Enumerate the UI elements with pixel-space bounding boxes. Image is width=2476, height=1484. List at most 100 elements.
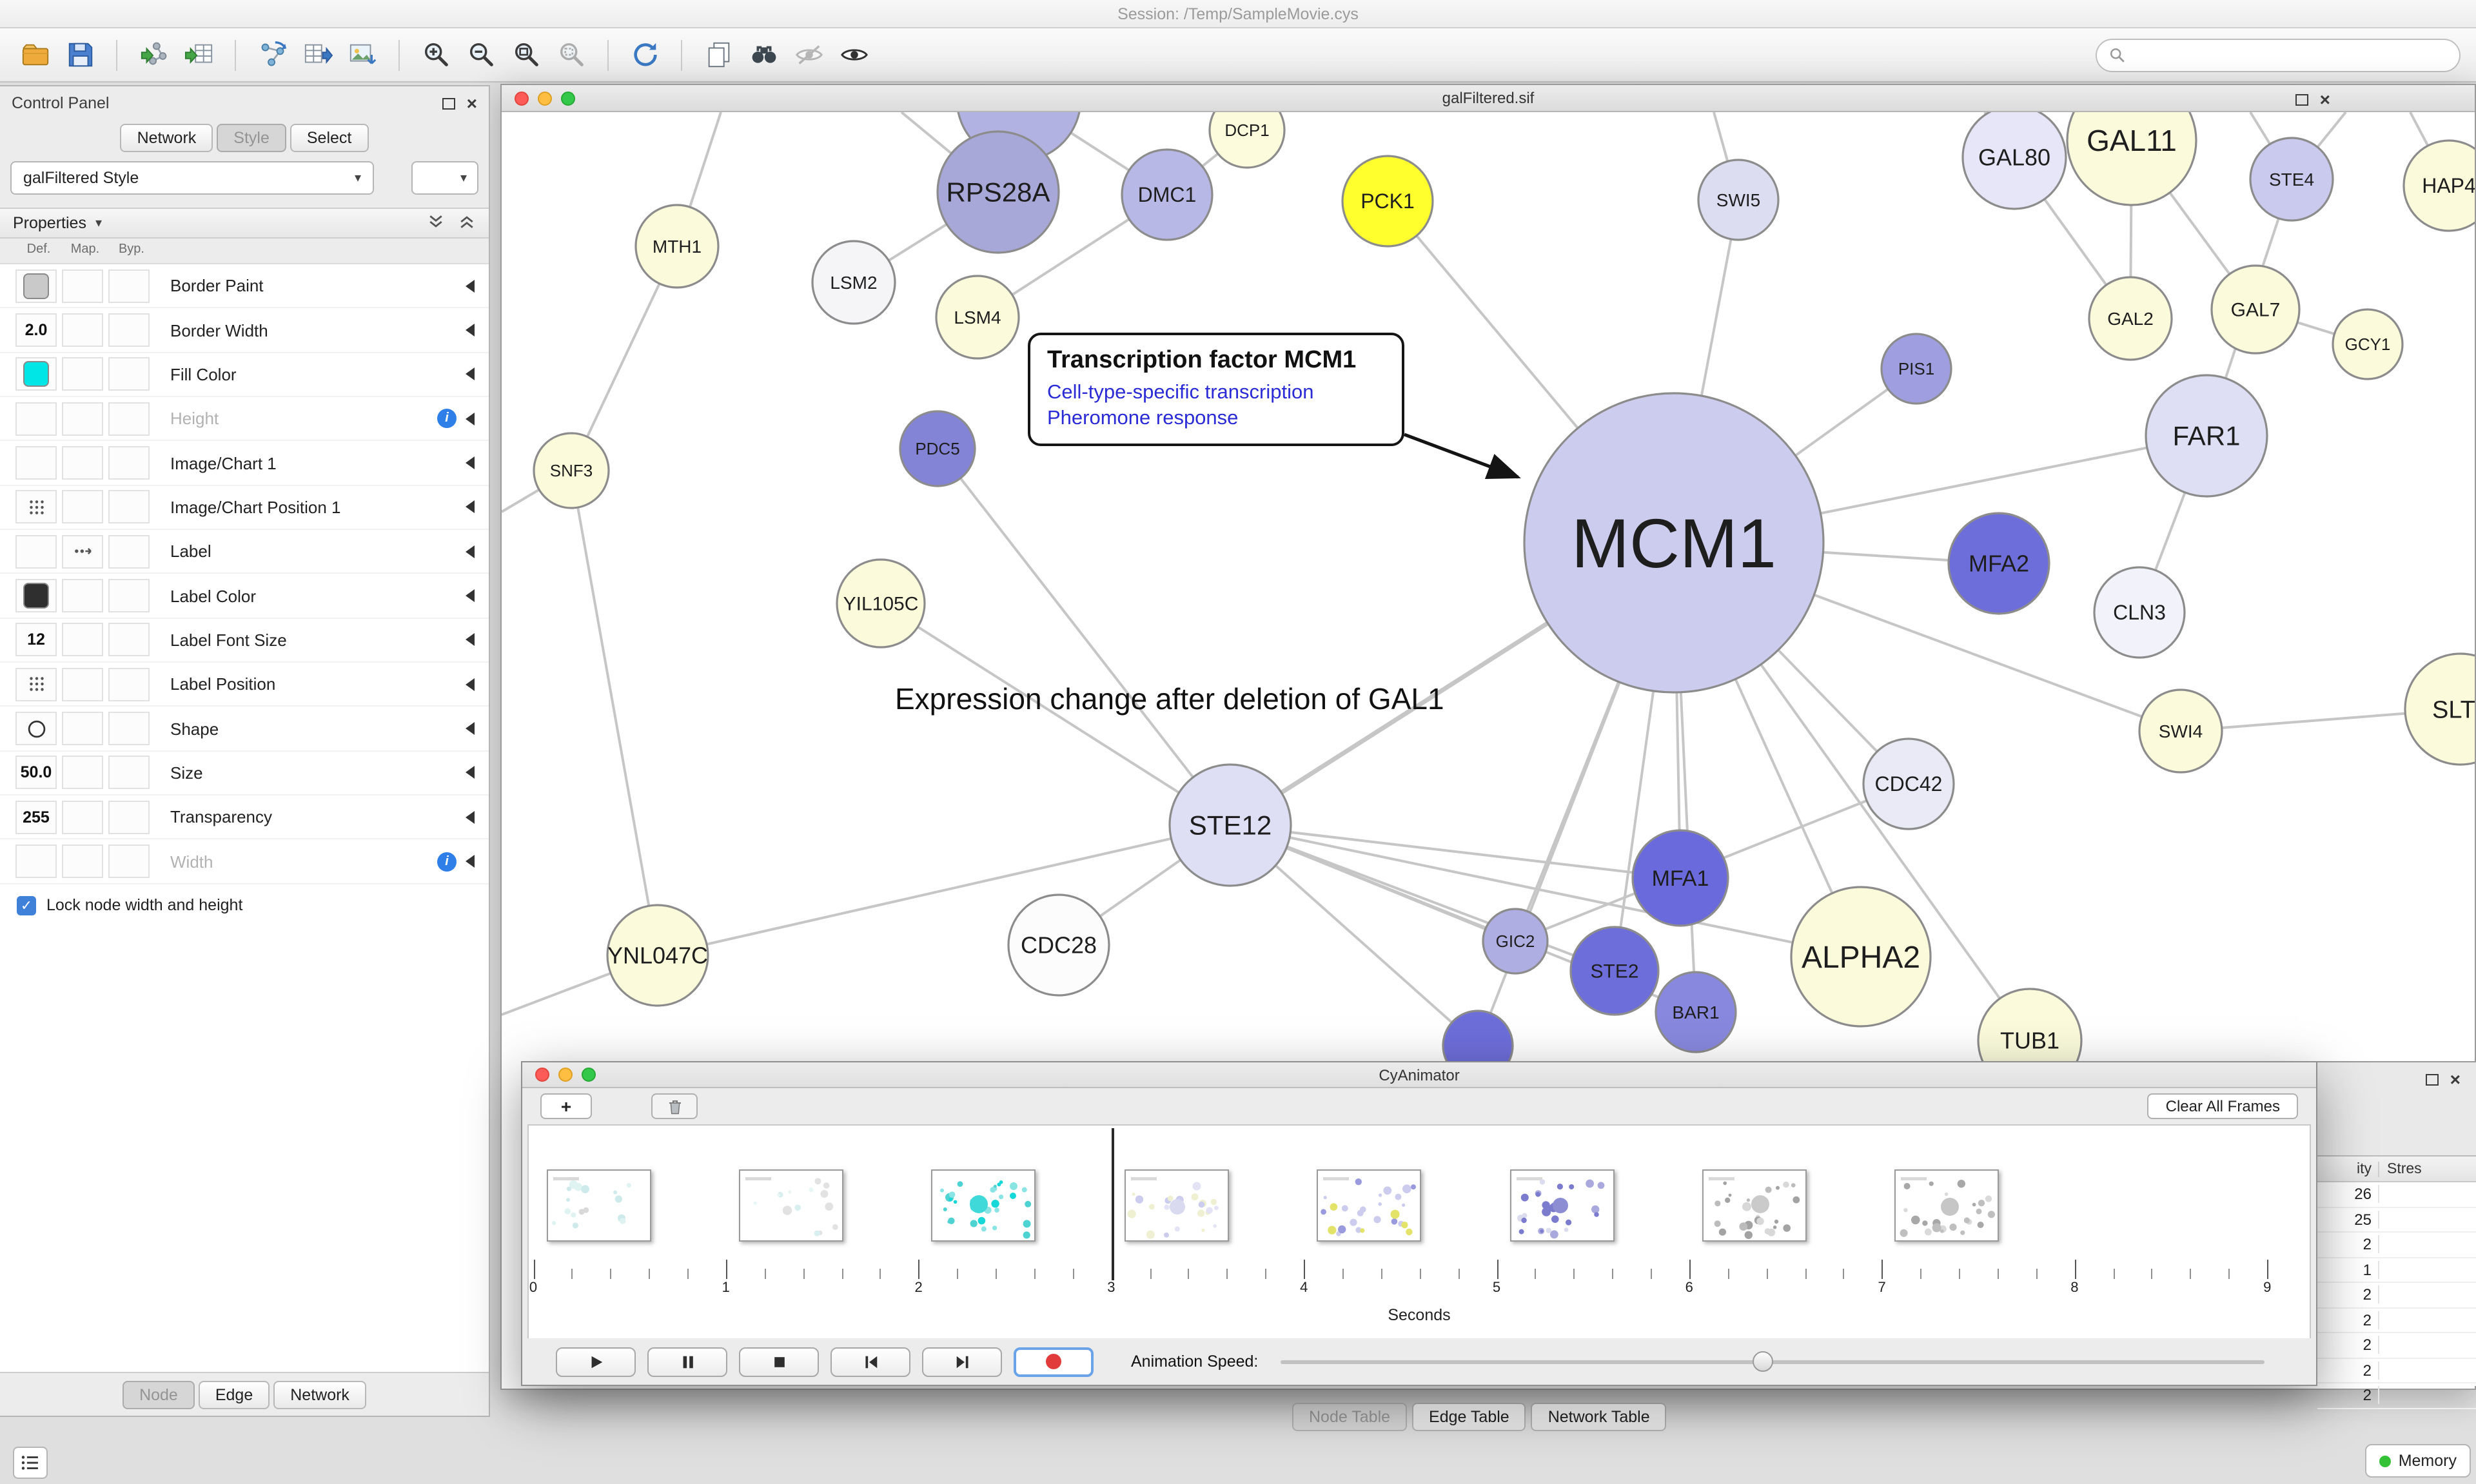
style-dropdown[interactable]: galFiltered Style ▾ (10, 161, 374, 195)
open-session-button[interactable] (15, 35, 54, 74)
edge[interactable] (657, 824, 1231, 957)
node-GCY1[interactable]: GCY1 (2332, 308, 2404, 380)
map-value-cell[interactable] (62, 313, 103, 347)
expand-row-arrow-icon[interactable] (466, 545, 475, 558)
expand-row-arrow-icon[interactable] (466, 367, 475, 381)
map-value-cell[interactable] (62, 490, 103, 524)
annotation-box[interactable]: Transcription factor MCM1 Cell-type-spec… (1028, 333, 1404, 447)
node-GAL11[interactable]: GAL11 (2066, 112, 2197, 206)
node-CDC42[interactable]: CDC42 (1862, 737, 1955, 830)
column-header-stress[interactable]: Stres (2387, 1161, 2422, 1176)
node-GAL2[interactable]: GAL2 (2088, 276, 2173, 361)
close-traffic-light[interactable] (535, 1068, 549, 1082)
play-button[interactable] (556, 1347, 636, 1376)
network-table-tab[interactable]: Network Table (1531, 1403, 1667, 1431)
export-image-button[interactable] (343, 35, 382, 74)
import-table-button[interactable] (179, 35, 218, 74)
node-ALPHA2[interactable]: ALPHA2 (1790, 886, 1932, 1028)
minimize-traffic-light[interactable] (538, 92, 552, 106)
node-YNL047C[interactable]: YNL047C (606, 904, 709, 1007)
expand-row-arrow-icon[interactable] (466, 678, 475, 691)
def-value-cell[interactable] (15, 534, 57, 569)
node-BAR1[interactable]: BAR1 (1655, 971, 1737, 1053)
node-SNF3[interactable]: SNF3 (533, 432, 610, 509)
def-value-cell[interactable] (15, 845, 57, 879)
info-icon[interactable]: i (437, 852, 457, 872)
node-DCP1[interactable]: DCP1 (1208, 112, 1286, 169)
byp-value-cell[interactable] (108, 357, 150, 391)
def-value-cell[interactable]: 50.0 (15, 756, 57, 790)
map-value-cell[interactable] (62, 667, 103, 701)
edge[interactable] (1230, 824, 1862, 958)
properties-header[interactable]: Properties (13, 214, 86, 232)
show-all-button[interactable] (834, 35, 873, 74)
node-LSM4[interactable]: LSM4 (935, 275, 1020, 360)
save-session-button[interactable] (61, 35, 99, 74)
close-traffic-light[interactable] (515, 92, 529, 106)
def-value-cell[interactable] (15, 667, 57, 701)
expand-row-arrow-icon[interactable] (466, 412, 475, 425)
map-value-cell[interactable] (62, 800, 103, 834)
node-HAP4[interactable]: HAP4 (2402, 139, 2475, 232)
expand-all-icon[interactable] (458, 212, 476, 234)
def-value-cell[interactable]: 2.0 (15, 313, 57, 347)
byp-value-cell[interactable] (108, 534, 150, 569)
table-row[interactable]: 26 (2317, 1182, 2476, 1207)
byp-value-cell[interactable] (108, 402, 150, 436)
pause-button[interactable] (647, 1347, 727, 1376)
node-YIL105C[interactable]: YIL105C (836, 558, 926, 649)
edge-table-tab[interactable]: Edge Table (1412, 1403, 1526, 1431)
byp-value-cell[interactable] (108, 313, 150, 347)
table-row[interactable]: 2 (2317, 1383, 2476, 1409)
tab-select[interactable]: Select (290, 124, 369, 152)
table-row[interactable]: 2 (2317, 1283, 2476, 1308)
import-network-button[interactable] (134, 35, 173, 74)
bottom-tab-node[interactable]: Node (123, 1380, 195, 1409)
column-header-ity[interactable]: ity (2317, 1161, 2379, 1176)
tab-network[interactable]: Network (120, 124, 213, 152)
hide-selection-button[interactable] (789, 35, 828, 74)
def-value-cell[interactable]: 12 (15, 623, 57, 657)
node-RPS28A[interactable]: RPS28A (936, 130, 1060, 254)
expand-row-arrow-icon[interactable] (466, 279, 475, 293)
frame-thumbnail-1[interactable] (546, 1169, 651, 1242)
node-STE12[interactable]: STE12 (1168, 763, 1292, 887)
byp-value-cell[interactable] (108, 845, 150, 879)
find-button[interactable] (744, 35, 783, 74)
collapse-all-icon[interactable] (427, 212, 445, 234)
clear-all-frames-button[interactable]: Clear All Frames (2147, 1093, 2298, 1119)
zoom-traffic-light[interactable] (582, 1068, 596, 1082)
node-CLN3[interactable]: CLN3 (2093, 566, 2186, 659)
export-table-button[interactable] (298, 35, 337, 74)
memory-button[interactable]: Memory (2364, 1444, 2471, 1478)
byp-value-cell[interactable] (108, 269, 150, 303)
node-CDC28[interactable]: CDC28 (1007, 893, 1110, 997)
node-MTH1[interactable]: MTH1 (634, 204, 720, 289)
lock-size-checkbox[interactable]: ✓ (17, 895, 36, 915)
table-row[interactable]: 2 (2317, 1308, 2476, 1333)
map-value-cell[interactable] (62, 446, 103, 480)
table-row[interactable]: 2 (2317, 1358, 2476, 1383)
close-table-icon[interactable]: × (2450, 1069, 2461, 1089)
node-GAL7[interactable]: GAL7 (2210, 264, 2301, 355)
frame-thumbnail-3[interactable] (931, 1169, 1036, 1242)
def-value-cell[interactable] (15, 402, 57, 436)
delete-frame-button[interactable] (651, 1093, 698, 1119)
expand-row-arrow-icon[interactable] (466, 456, 475, 470)
add-frame-button[interactable]: + (540, 1093, 592, 1119)
table-row[interactable]: 2 (2317, 1233, 2476, 1258)
node-table-tab[interactable]: Node Table (1292, 1403, 1408, 1431)
slider-thumb[interactable] (1752, 1351, 1773, 1372)
animation-speed-slider[interactable] (1280, 1350, 2265, 1373)
zoom-out-button[interactable] (462, 35, 500, 74)
bottom-tab-edge[interactable]: Edge (198, 1380, 270, 1409)
node-LSM2[interactable]: LSM2 (811, 240, 896, 325)
def-value-cell[interactable]: 255 (15, 800, 57, 834)
expand-row-arrow-icon[interactable] (466, 855, 475, 868)
def-value-cell[interactable] (15, 357, 57, 391)
map-value-cell[interactable] (62, 712, 103, 746)
stop-button[interactable] (739, 1347, 819, 1376)
edge[interactable] (570, 470, 659, 956)
search-box[interactable] (2096, 38, 2461, 72)
frame-thumbnail-5[interactable] (1317, 1169, 1422, 1242)
